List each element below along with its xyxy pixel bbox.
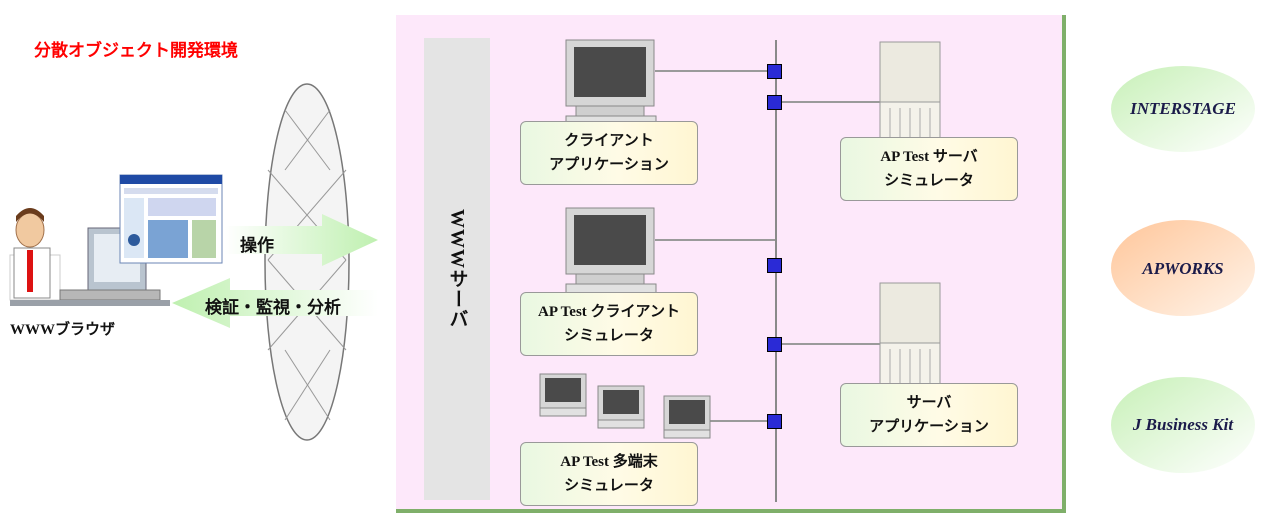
verify-arrow — [172, 278, 378, 328]
verify-label: 検証・監視・分析 — [205, 298, 341, 317]
ap-server-sim-box: AP Test サーバ シミュレータ — [840, 137, 1018, 201]
operate-label: 操作 — [240, 236, 274, 255]
apworks-pill-shape — [1111, 220, 1255, 316]
client-sim-pc-icon — [565, 207, 657, 295]
www-server-label: WWWサーバ — [446, 209, 468, 329]
box-line: AP Test サーバ — [880, 149, 978, 165]
operate-arrow — [225, 214, 378, 266]
browser-window-thumbnail — [119, 174, 223, 264]
client-pc-icon — [565, 39, 657, 127]
client-app-box: クライアント アプリケーション — [520, 121, 698, 185]
browser-label: WWWブラウザ — [10, 322, 116, 338]
box-line: アプリケーション — [549, 157, 669, 173]
www-server-bar — [424, 38, 490, 500]
box-line: サーバ — [906, 395, 952, 411]
page-title: 分散オブジェクト開発環境 — [34, 41, 238, 60]
server-app-box: サーバ アプリケーション — [840, 383, 1018, 447]
box-line: シミュレータ — [884, 173, 974, 189]
bus-node — [767, 95, 782, 110]
jbk-label: J Business Kit — [1132, 415, 1234, 434]
browser-user-icon — [9, 208, 170, 306]
interstage-pill-shape — [1111, 66, 1255, 152]
jbk-pill-shape — [1111, 377, 1255, 473]
apworks-label: APWORKS — [1142, 259, 1224, 278]
box-line: アプリケーション — [869, 419, 989, 435]
network-ellipse — [264, 83, 350, 441]
bus-node — [767, 337, 782, 352]
box-line: シミュレータ — [564, 328, 654, 344]
box-line: クライアント — [564, 133, 654, 149]
bus-node — [767, 414, 782, 429]
ap-multi-sim-box: AP Test 多端末 シミュレータ — [520, 442, 698, 506]
ap-client-sim-box: AP Test クライアント シミュレータ — [520, 292, 698, 356]
bus-node — [767, 258, 782, 273]
multi-terminal-pc-icon — [539, 373, 711, 439]
box-line: AP Test 多端末 — [560, 454, 658, 470]
bus-node — [767, 64, 782, 79]
box-line: AP Test クライアント — [538, 304, 680, 320]
box-line: シミュレータ — [564, 478, 654, 494]
interstage-label: INTERSTAGE — [1130, 99, 1236, 118]
